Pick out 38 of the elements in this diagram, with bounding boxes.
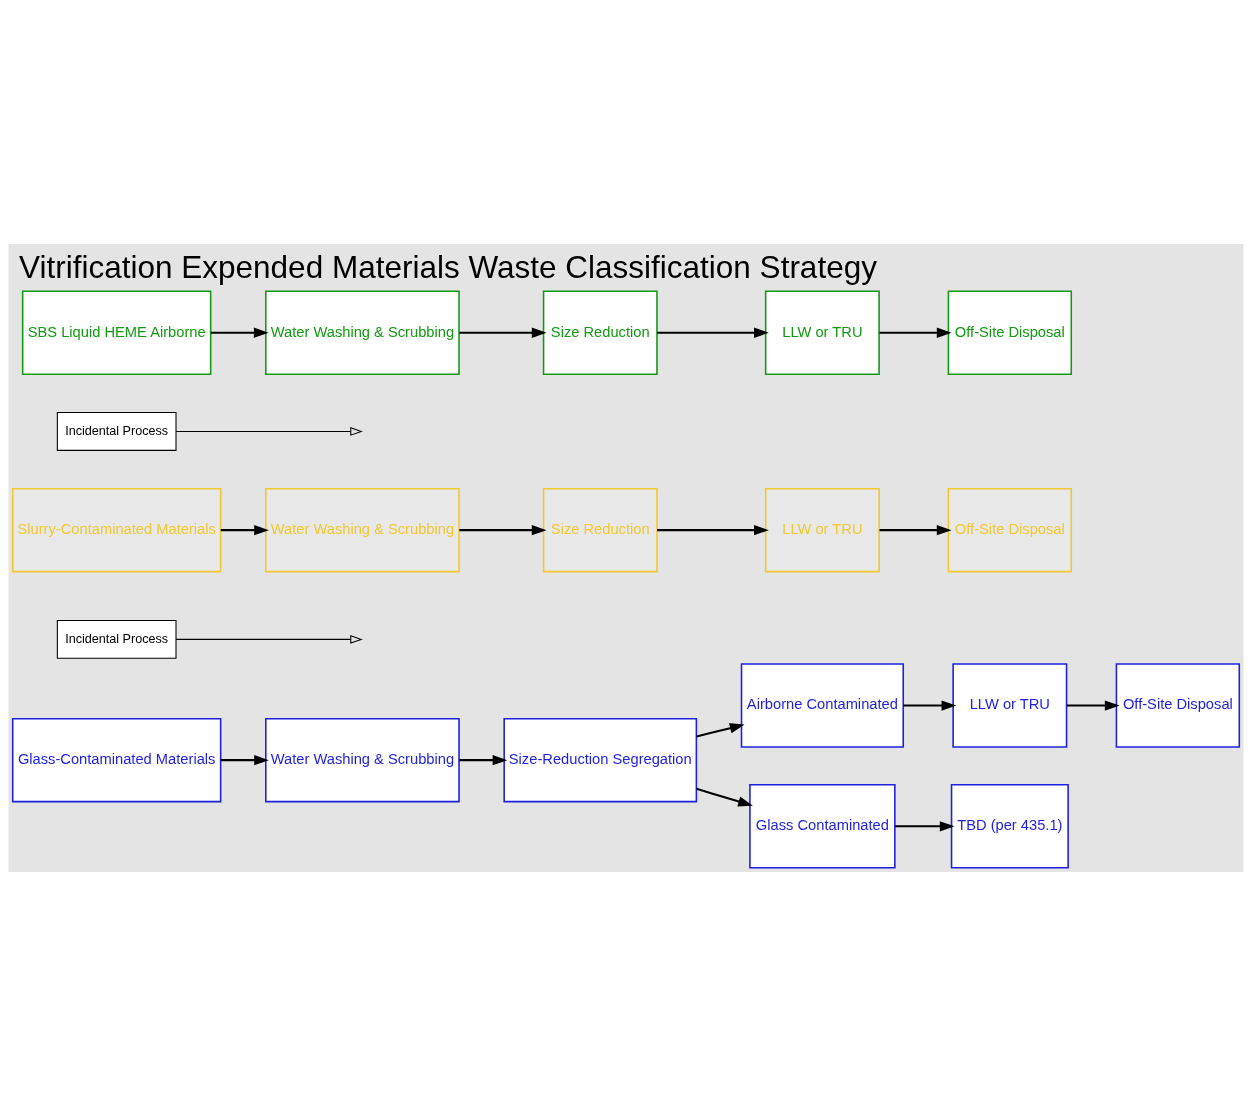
node-box: TBD (per 435.1)	[950, 784, 1069, 869]
node-box: Size Reduction	[542, 290, 658, 375]
node-box: Glass-Contaminated Materials	[11, 717, 222, 803]
node-box: SBS Liquid HEME Airborne	[21, 290, 212, 375]
node-box: Water Washing & Scrubbing	[265, 487, 460, 573]
node-box: Slurry-Contaminated Materials	[11, 487, 222, 573]
node-box: Off-Site Disposal	[947, 487, 1073, 573]
node-box: Off-Site Disposal	[1115, 663, 1241, 748]
arrow	[220, 525, 269, 536]
arrow	[657, 327, 769, 338]
node-box: Size Reduction	[542, 487, 658, 573]
node-box: Airborne Contaminated	[740, 663, 905, 748]
arrow	[210, 327, 269, 338]
node-box: Water Washing & Scrubbing	[265, 717, 460, 803]
node-box: Size-Reduction Segregation	[503, 717, 698, 803]
arrow	[657, 525, 769, 536]
arrow	[459, 755, 508, 766]
arrow	[879, 525, 952, 536]
arrow	[1066, 700, 1120, 711]
arrow	[220, 755, 269, 766]
diagram-title: Vitrification Expended Materials Waste Classification Strategy	[19, 248, 877, 285]
node-box: Water Washing & Scrubbing	[265, 290, 460, 375]
arrow	[459, 327, 547, 338]
arrow	[175, 634, 363, 644]
node-box: LLW or TRU	[764, 290, 880, 375]
node-box: LLW or TRU	[952, 663, 1068, 748]
node-box: Incidental Process	[56, 412, 177, 451]
node-box: LLW or TRU	[764, 487, 880, 573]
node-box: Off-Site Disposal	[947, 290, 1073, 375]
arrow	[459, 525, 547, 536]
arrow	[175, 427, 363, 436]
arrow	[696, 723, 745, 738]
node-box: Incidental Process	[56, 619, 177, 659]
node-box: Glass Contaminated	[749, 784, 896, 869]
arrow	[895, 821, 955, 832]
arrow	[879, 327, 952, 338]
arrow	[903, 700, 957, 711]
arrow	[696, 787, 753, 807]
